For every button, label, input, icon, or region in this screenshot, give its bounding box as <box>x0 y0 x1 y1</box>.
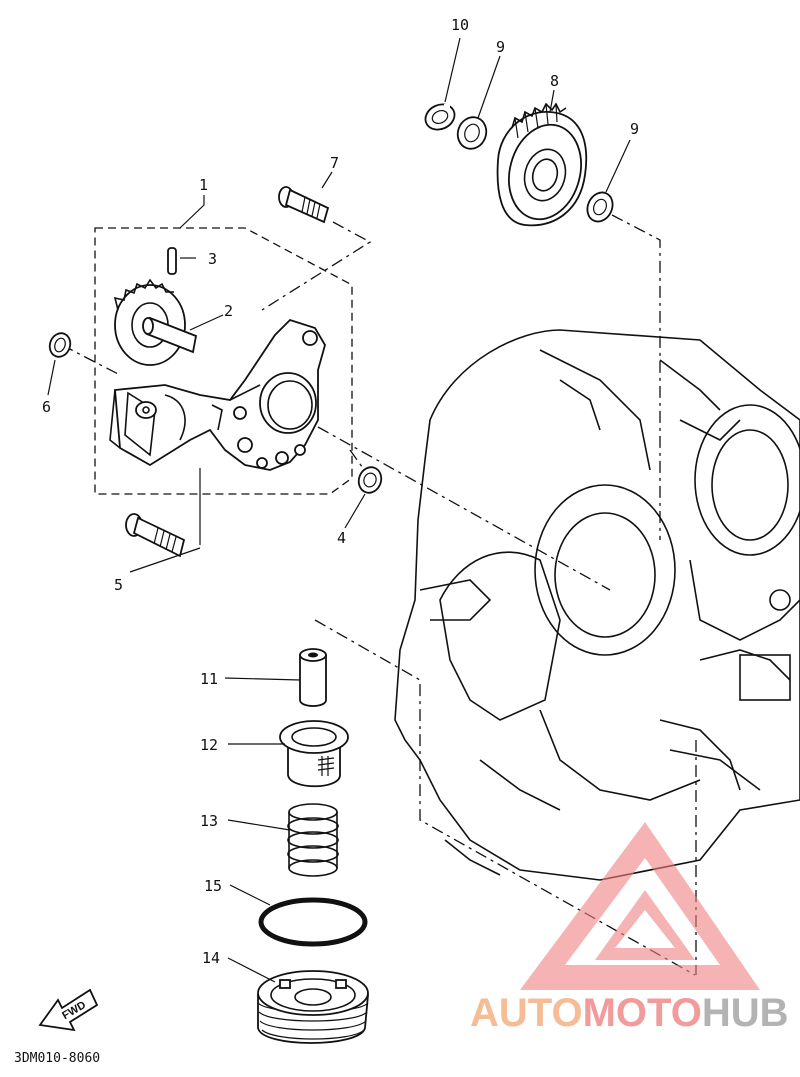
watermark-hub: HUB <box>702 991 789 1035</box>
alignment-lines <box>61 214 697 976</box>
part-7-bolt <box>278 186 330 224</box>
callout-9-lower: 9 <box>630 120 639 138</box>
watermark-triangle-logo <box>520 822 760 990</box>
callout-14: 14 <box>202 949 220 967</box>
part-12-oil-strainer <box>279 720 349 788</box>
part-15-o-ring <box>258 897 368 947</box>
part-8-driven-gear <box>496 102 588 227</box>
part-6-o-ring <box>48 332 72 358</box>
part-13-spring <box>287 803 339 877</box>
part-14-plug <box>257 970 369 1044</box>
callout-10: 10 <box>451 16 469 34</box>
callout-12: 12 <box>200 736 218 754</box>
callout-15: 15 <box>204 877 222 895</box>
callout-9-upper: 9 <box>496 38 505 56</box>
part-9-washer-upper <box>456 116 488 150</box>
part-10-circlip <box>424 103 456 131</box>
callout-13: 13 <box>200 812 218 830</box>
fwd-arrow: FWD <box>38 988 99 1032</box>
part-11-collar <box>299 648 327 707</box>
callout-11: 11 <box>200 670 218 688</box>
callout-4: 4 <box>337 529 346 547</box>
leader-lines <box>47 37 631 983</box>
callout-2: 2 <box>224 302 233 320</box>
automotohub-watermark: AUTOMOTOHUB <box>470 822 789 1035</box>
callout-7: 7 <box>330 154 339 172</box>
drawing-code: 3DM010-8060 <box>14 1051 100 1066</box>
callout-6: 6 <box>42 398 51 416</box>
svg-text:AUTOMOTOHUB: AUTOMOTOHUB <box>470 991 789 1035</box>
callout-8: 8 <box>550 72 559 90</box>
part-1-oil-pump-body <box>109 318 326 471</box>
part-5-bolt <box>125 513 186 558</box>
crankcase-drawing <box>394 329 800 881</box>
callout-3: 3 <box>208 250 217 268</box>
part-3-dowel-pin <box>167 247 177 275</box>
part-9-washer-lower <box>586 191 614 223</box>
oil-pump-assembly-outline <box>94 227 353 495</box>
callout-1: 1 <box>199 176 208 194</box>
watermark-auto: AUTO <box>470 991 583 1035</box>
part-4-o-ring <box>357 466 383 494</box>
watermark-moto: MOTO <box>583 991 702 1035</box>
part-2-drive-gear <box>113 278 198 366</box>
callout-5: 5 <box>114 576 123 594</box>
